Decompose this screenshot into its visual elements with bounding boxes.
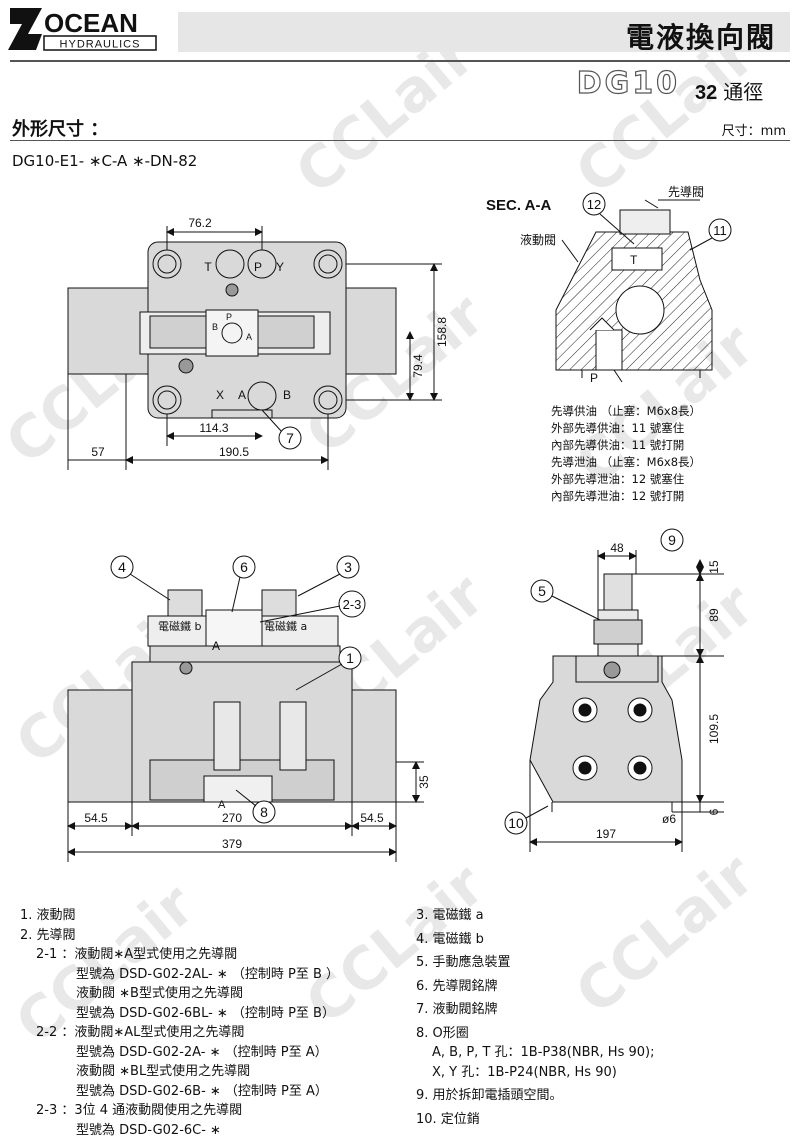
divider (10, 140, 790, 141)
port-label: A (246, 332, 252, 342)
list-item: 型號為 DSD-G02-2AL- ∗ （控制時 P至 B ） (76, 966, 340, 982)
list-item: 2. 先導閥 (20, 927, 76, 943)
list-item: 10. 定位銷 (416, 1111, 480, 1127)
list-item: 7. 液動閥銘牌 (416, 1002, 498, 1017)
port-label: P (254, 260, 262, 274)
list-item: A, B, P, T 孔：1B-P38(NBR, Hs 90); (432, 1045, 655, 1060)
port-label: B (212, 322, 218, 332)
list-item: 2-2 ：液動閥∗AL型式使用之先導閥 (36, 1025, 245, 1040)
note-line: 內部先導泄油：12 號打開 (551, 489, 684, 503)
port-label: B (283, 388, 291, 402)
callout-number: 11 (713, 223, 727, 238)
model-code: DG10-E1- ∗C-A ∗-DN-82 (12, 152, 198, 170)
note-line: 外部先導供油：11 號塞住 (551, 421, 685, 435)
callout-number: 2-3 (343, 597, 362, 612)
list-item: 5. 手動應急裝置 (416, 955, 511, 970)
dim-label: 6 (707, 808, 721, 815)
dim-label: ø6 (662, 812, 676, 826)
dim-label: 109.5 (707, 714, 721, 744)
parts-list-right: 3. 電磁鐵 a 4. 電磁鐵 b 5. 手動應急裝置 6. 先導閥銘牌 7. … (416, 906, 654, 1129)
port-label: T (204, 260, 212, 274)
coil-label: 電磁鐵 b (158, 619, 201, 633)
note-line: 內部先導供油：11 號打開 (551, 438, 684, 452)
dim-label: 48 (610, 541, 624, 555)
callout-number: 8 (260, 804, 268, 820)
callout-number: 4 (118, 559, 126, 575)
callout-number: 10 (508, 815, 524, 831)
port-label: X (216, 388, 224, 402)
callout-number: 9 (668, 532, 676, 548)
coil-label: 電磁鐵 a (264, 619, 307, 633)
size-unit: 通徑 (723, 80, 764, 104)
note-line: 先導供油 （止塞：M6x8長） (551, 404, 701, 418)
pilot-valve-label: 先導閥 (668, 185, 704, 199)
callout-number: 3 (344, 559, 352, 575)
port-label: A (212, 639, 220, 653)
list-item: 型號為 DSD-G02-2A- ∗ （控制時 P至 A） (76, 1044, 328, 1060)
port-label: A (238, 388, 246, 402)
port-label: P (590, 371, 598, 385)
port-label: Y (276, 260, 284, 274)
front-view (67, 555, 424, 862)
callout-number: 7 (286, 430, 294, 446)
port-label: A (218, 799, 226, 811)
main-valve-label: 液動閥 (520, 232, 556, 247)
technical-drawings: 76.2 158.8 79.4 114.3 190.5 57 T P Y X A… (67, 185, 732, 862)
brand-sub: HYDRAULICS (60, 39, 141, 51)
callout-number: 1 (346, 650, 354, 666)
callout-number: 6 (240, 559, 248, 575)
dim-label: 15 (707, 560, 721, 574)
dim-label: 89 (707, 608, 721, 622)
list-item: 型號為 DSD-G02-6B- ∗ （控制時 P至 A） (76, 1083, 328, 1099)
page-title: 電液換向閥 (625, 21, 776, 54)
dim-label: 54.5 (84, 811, 108, 825)
list-item: 型號為 DSD-G02-6C- ∗ (76, 1122, 221, 1138)
dim-label: 197 (596, 827, 616, 841)
list-item: X, Y 孔：1B-P24(NBR, Hs 90) (432, 1064, 617, 1080)
brand-name: OCEAN (44, 8, 138, 38)
dim-label: 54.5 (360, 811, 384, 825)
dim-label: 379 (222, 837, 242, 851)
parts-list-left: 1. 液動閥 2. 先導閥 2-1 ：液動閥∗A型式使用之先導閥 型號為 DSD… (20, 906, 339, 1140)
note-line: 外部先導泄油：12 號塞住 (551, 472, 685, 486)
list-item: 1. 液動閥 (20, 908, 76, 923)
callout-number: 5 (538, 583, 546, 599)
list-item: 6. 先導閥銘牌 (416, 978, 498, 994)
note-line: 先導泄油 （止塞：M6x8長） (551, 455, 701, 469)
dim-label: 158.8 (435, 317, 449, 347)
port-label: P (226, 312, 232, 322)
list-item: 2-1 ：液動閥∗A型式使用之先導閥 (36, 947, 238, 962)
title-bar: 電液換向閥 (178, 12, 790, 54)
brand-logo: OCEAN HYDRAULICS (8, 8, 157, 51)
model-name: DG10 (576, 65, 680, 101)
dim-label: 114.3 (199, 421, 228, 435)
list-item: 液動閥 ∗BL型式使用之先導閥 (76, 1064, 251, 1079)
dim-label: 76.2 (188, 216, 212, 230)
dim-label: 35 (417, 775, 431, 789)
callout-number: 12 (587, 197, 601, 212)
list-item: 型號為 DSD-G02-6BL- ∗ （控制時 P至 B） (76, 1005, 335, 1021)
section-heading: 外形尺寸 ： (12, 119, 109, 140)
side-view (504, 528, 724, 852)
dim-label: 270 (222, 811, 242, 825)
list-item: 3. 電磁鐵 a (416, 908, 484, 923)
section-view (555, 192, 732, 383)
dim-label: 57 (91, 445, 105, 459)
divider (10, 60, 790, 62)
list-item: 9. 用於拆卸電插頭空間。 (416, 1088, 563, 1103)
top-view (67, 226, 442, 470)
list-item: 液動閥 ∗B型式使用之先導閥 (76, 986, 243, 1001)
list-item: 2-3 ：3位 4 通液動閥使用之先導閥 (36, 1103, 243, 1118)
port-label: T (630, 253, 638, 267)
list-item: 4. 電磁鐵 b (416, 931, 484, 947)
dim-label: 190.5 (219, 445, 249, 459)
unit-label: 尺寸：mm (721, 124, 786, 139)
size-number: 32 (695, 82, 718, 104)
dim-label: 79.4 (411, 354, 425, 378)
section-title: SEC. A-A (486, 197, 551, 214)
list-item: 8. O形圈 (416, 1025, 469, 1041)
